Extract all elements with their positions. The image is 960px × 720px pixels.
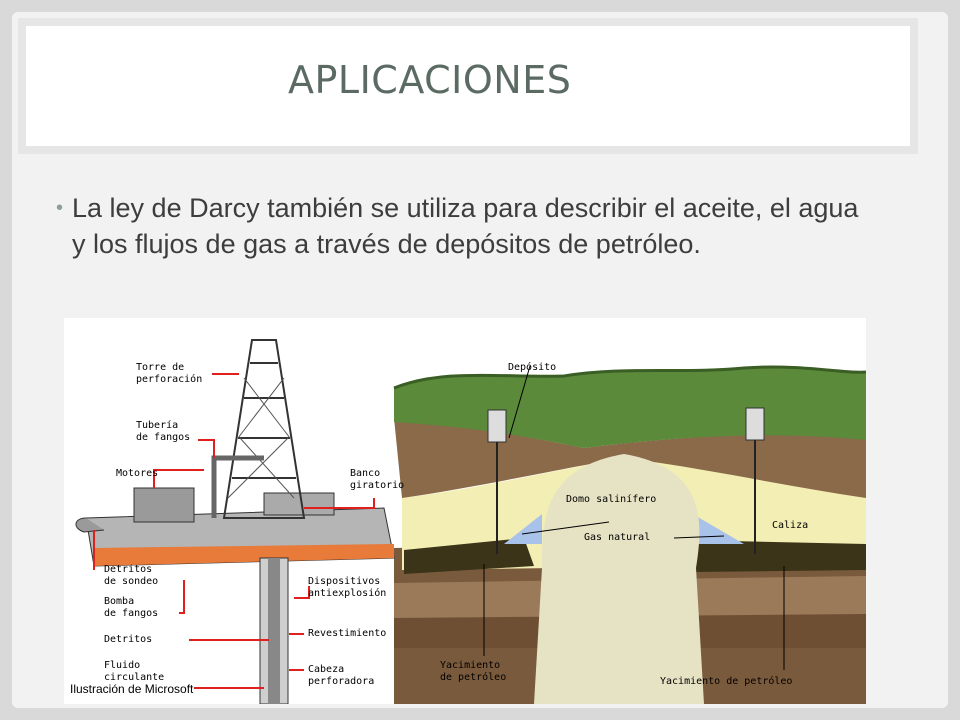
label-detritos: Detritos xyxy=(104,634,153,645)
label-yacimiento-1: Yacimiento de petróleo xyxy=(440,660,507,683)
bullet-dot-icon: • xyxy=(56,197,64,219)
cuttings-discharge xyxy=(75,517,105,533)
label-domo-salinifero: Domo salinífero xyxy=(566,494,657,505)
label-bomba-fangos: Bomba de fangos xyxy=(104,596,159,619)
label-revestimiento: Revestimiento xyxy=(308,628,387,639)
label-banco-giratorio: Banco giratorio xyxy=(350,468,405,491)
label-tuberia-fangos: Tubería de fangos xyxy=(136,420,191,443)
platform-deck xyxy=(94,544,394,566)
title-band xyxy=(18,18,918,154)
label-torre-perforacion: Torre de perforación xyxy=(136,362,203,385)
derrick-right xyxy=(745,407,765,441)
derrick-left xyxy=(487,409,507,443)
label-gas-natural: Gas natural xyxy=(584,532,651,543)
rotary-table xyxy=(263,492,335,516)
salt-dome xyxy=(534,454,704,704)
oil-reservoir-left xyxy=(404,538,534,574)
derrick-tower xyxy=(222,339,306,519)
label-detritos-sondeo: Detritos de sondeo xyxy=(104,564,159,587)
geo-leaders xyxy=(483,365,785,670)
leader-lines xyxy=(93,373,375,689)
diagram-art xyxy=(75,339,866,704)
bullet-text: • La ley de Darcy también se utiliza par… xyxy=(56,190,872,262)
oil-reservoir-right xyxy=(684,540,866,572)
motors-block xyxy=(133,487,195,523)
label-deposito: Depósito xyxy=(508,362,557,373)
label-cabeza-perforadora: Cabeza perforadora xyxy=(308,664,375,687)
mud-pipe xyxy=(211,455,264,518)
label-yacimiento-2: Yacimiento de petróleo xyxy=(660,676,793,687)
label-dispositivos-antiexplosion: Dispositivos antiexplosión xyxy=(308,576,387,599)
drill-string xyxy=(268,558,280,704)
label-caliza: Caliza xyxy=(772,520,809,531)
gas-pocket-left xyxy=(504,514,542,544)
oil-rig-diagram: Torre de perforación Tubería de fangos M… xyxy=(64,318,866,704)
slide-title: APLICACIONES xyxy=(288,58,572,102)
credit-text: Ilustración de Microsoft xyxy=(70,682,194,696)
label-fluido-circulante: Fluido circulante xyxy=(104,660,165,683)
label-motores: Motores xyxy=(116,468,159,479)
bullet-text-content: La ley de Darcy también se utiliza para … xyxy=(72,193,859,259)
